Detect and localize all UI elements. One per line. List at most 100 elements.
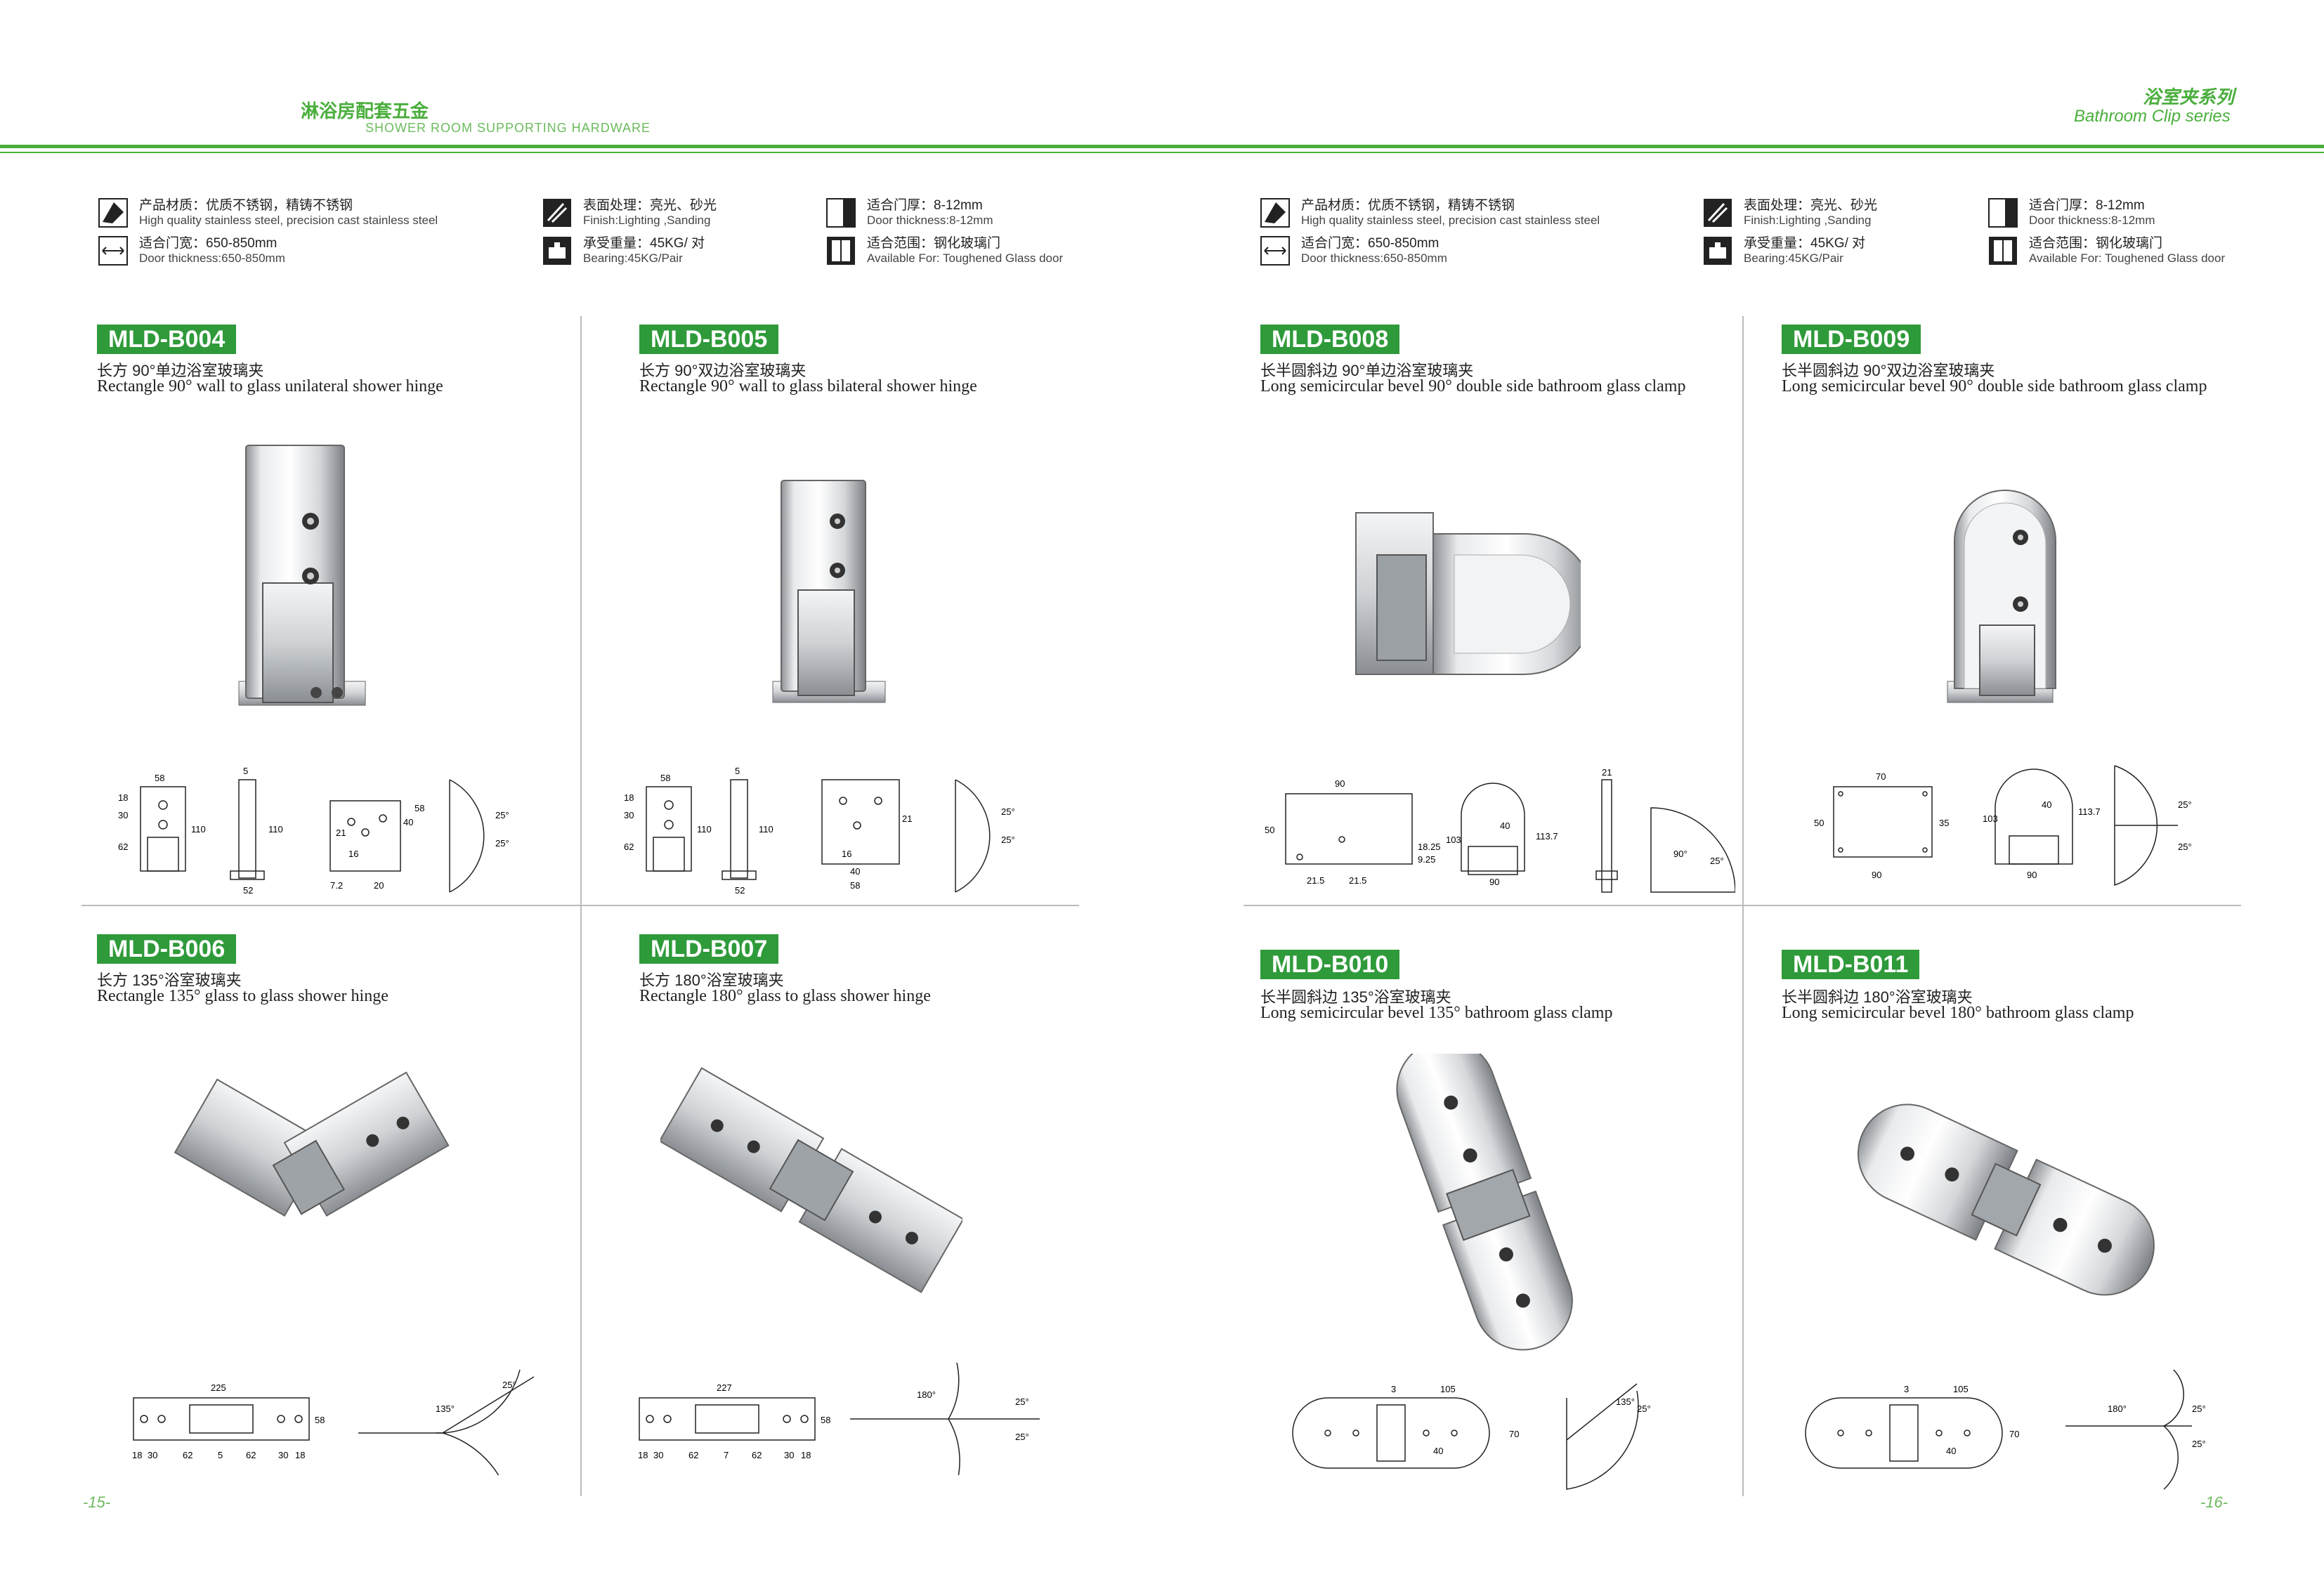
dim-a1: 21.5 <box>1307 875 1324 886</box>
dim-angle3: 25° <box>2192 1439 2206 1449</box>
dim-d: 40 <box>1946 1446 1956 1456</box>
dim-s1: 18 <box>638 1450 648 1460</box>
dim-b2: 9.25 <box>1418 854 1435 865</box>
glass-door-icon <box>1989 237 2017 265</box>
page-number-left: -15- <box>83 1493 111 1511</box>
product-name-en-b006: Rectangle 135° glass to glass shower hin… <box>97 987 389 1005</box>
spec-load-en: Bearing:45KG/Pair <box>583 251 683 265</box>
product-name-cn-b007: 长方 180°浴室玻璃夹 <box>639 971 784 989</box>
dim-angle1: 90° <box>1673 849 1687 859</box>
dim-angle1: 180° <box>2108 1403 2127 1414</box>
dim-s4: 5 <box>218 1450 223 1460</box>
product-photo-b004 <box>238 445 366 706</box>
dim-angle2: 25° <box>1637 1403 1651 1414</box>
dim-angle1: 180° <box>917 1389 936 1400</box>
spec-thickness-cn: 适合门厚：8-12mm <box>867 198 983 213</box>
dim-t: 21 <box>1602 767 1612 778</box>
dim-h2: 30 <box>624 810 634 820</box>
product-name-en-b011: Long semicircular bevel 180° bathroom gl… <box>1782 1004 2134 1022</box>
dim-t: 3 <box>1904 1384 1909 1394</box>
dim-height: 50 <box>1814 818 1824 828</box>
drawing-b004: 58 18 30 62 110 5 110 52 21 16 7.2 20 40… <box>118 766 509 896</box>
drawing-b010: 3 105 70 40 135° 25° <box>1292 1383 1651 1490</box>
dim-offset: 7.2 <box>330 880 343 891</box>
column-divider-right <box>1742 316 1744 1496</box>
width-icon <box>1260 236 1290 266</box>
dim-height-side: 110 <box>268 824 283 835</box>
dim-d: 40 <box>1433 1446 1443 1456</box>
dim-s6: 30 <box>278 1450 288 1460</box>
spec-load-cn: 承受重量：45KG/ 对 <box>1744 236 1866 251</box>
dim-w2: 90 <box>1872 870 1881 880</box>
dim-thickness: 5 <box>735 766 740 776</box>
dim-e: 113.7 <box>2078 806 2101 817</box>
spec-thickness-en: Door thickness:8-12mm <box>867 214 993 227</box>
spec-finish-en: Finish:Lighting ,Sanding <box>583 214 711 227</box>
dim-height: 70 <box>2009 1429 2019 1439</box>
row-divider-right <box>1243 905 2241 906</box>
dim-c: 103 <box>1446 835 1461 845</box>
drawing-b006: 225 58 18 30 62 5 62 30 18 135° 25° <box>132 1369 535 1475</box>
dim-angle-top: 25° <box>2178 799 2192 810</box>
spec-load-en: Bearing:45KG/Pair <box>1744 251 1843 265</box>
spec-material-en: High quality stainless steel, precision … <box>139 214 438 227</box>
dim-angle2: 25° <box>1015 1396 1029 1407</box>
drawing-b007: 227 58 18 30 62 7 62 30 18 180° 25° 25° <box>638 1363 1040 1475</box>
dim-width: 90 <box>1335 778 1345 789</box>
dim-width: 58 <box>660 773 670 783</box>
dim-s6: 30 <box>784 1450 794 1460</box>
drawing-b005: 58 18 30 62 110 5 110 52 21 16 40 58 25°… <box>624 766 1015 896</box>
dim-height: 50 <box>1265 825 1274 835</box>
row-divider-left <box>81 905 1079 906</box>
product-name-cn-b009: 长半圆斜边 90°双边浴室玻璃夹 <box>1782 362 1995 379</box>
dim-h2: 30 <box>118 810 128 820</box>
product-photo-b006 <box>174 1071 450 1217</box>
dim-e: 113.7 <box>1536 831 1558 842</box>
dim-s2: 30 <box>653 1450 663 1460</box>
header-title-en: SHOWER ROOM SUPPORTING HARDWARE <box>365 121 651 135</box>
product-name-cn-b008: 长半圆斜边 90°单边浴室玻璃夹 <box>1260 362 1474 379</box>
product-photo-b010 <box>1396 1054 1573 1351</box>
product-code-b010: MLD-B010 <box>1260 950 1400 979</box>
dim-h1: 18 <box>118 792 128 803</box>
dim-plate-w: 58 <box>414 803 424 813</box>
spec-thickness-en: Door thickness:8-12mm <box>2029 214 2155 227</box>
header-series-en: Bathroom Clip series <box>2074 107 2231 126</box>
thickness-icon <box>826 198 856 228</box>
dim-width: 105 <box>1440 1384 1456 1394</box>
product-name-en-b008: Long semicircular bevel 90° double side … <box>1260 377 1686 395</box>
width-icon <box>98 236 128 266</box>
weight-icon <box>543 237 571 265</box>
dim-hole1: 21 <box>902 813 912 824</box>
spec-range-en: Available For: Toughened Glass door <box>867 251 1064 265</box>
dim-d: 40 <box>1500 820 1510 831</box>
dim-a2: 21.5 <box>1349 875 1366 886</box>
dim-hole2: 16 <box>842 849 851 859</box>
dim-b1: 18.25 <box>1418 842 1441 852</box>
dim-hole2: 16 <box>348 849 358 859</box>
product-photo-b005 <box>772 480 886 703</box>
product-photo-b007 <box>660 1067 962 1293</box>
product-name-en-b010: Long semicircular bevel 135° bathroom gl… <box>1260 1004 1613 1022</box>
dim-hole1: 21 <box>336 827 346 838</box>
dim-d: 40 <box>2042 799 2051 810</box>
dim-angle-bottom: 25° <box>495 838 509 849</box>
dim-s3: 62 <box>688 1450 698 1460</box>
glass-door-icon <box>827 237 855 265</box>
product-name-cn-b010: 长半圆斜边 135°浴室玻璃夹 <box>1260 988 1451 1006</box>
finish-icon <box>543 199 571 227</box>
header-rule-thick <box>0 145 2324 148</box>
dim-h3: 62 <box>118 842 128 852</box>
dim-height-side: 110 <box>759 824 773 835</box>
spec-material-en: High quality stainless steel, precision … <box>1301 214 1600 227</box>
dim-s3: 62 <box>183 1450 192 1460</box>
dim-angle2: 25° <box>2192 1403 2206 1414</box>
header-rule-thin <box>0 152 2324 153</box>
product-name-en-b004: Rectangle 90° wall to glass unilateral s… <box>97 377 443 395</box>
header-series-cn: 浴室夹系列 <box>2143 86 2235 107</box>
